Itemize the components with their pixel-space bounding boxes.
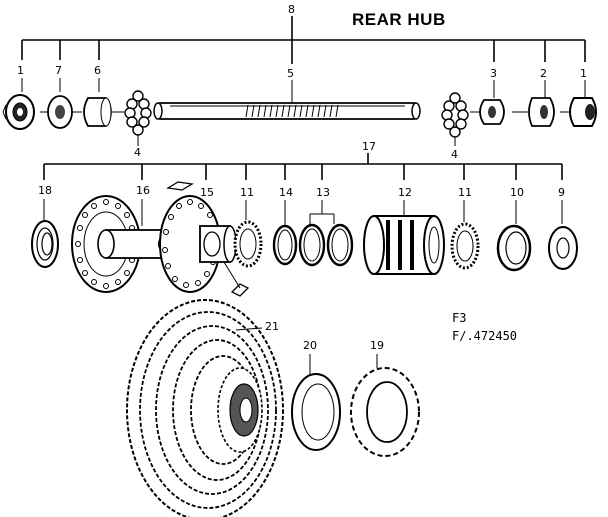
callout-2: 2 bbox=[540, 67, 547, 80]
callout-11-left: 11 bbox=[240, 186, 254, 199]
axle-row-parts: 4 bbox=[2, 90, 597, 161]
freewheel-body bbox=[363, 215, 445, 275]
washer-right bbox=[512, 97, 555, 127]
callout-1-right: 1 bbox=[580, 67, 587, 80]
callout-15: 15 bbox=[200, 186, 214, 199]
callout-11-right: 11 bbox=[458, 186, 472, 199]
callout-group-8: 8 1 7 6 5 3 2 1 bbox=[17, 3, 587, 102]
part-ref: F/.472450 bbox=[452, 329, 517, 343]
washer-left bbox=[40, 95, 82, 129]
diagram-title: REAR HUB bbox=[352, 10, 446, 29]
callout-12: 12 bbox=[398, 186, 412, 199]
hub-row-parts bbox=[31, 181, 578, 297]
figure-ref: F3 bbox=[452, 311, 466, 325]
axle bbox=[153, 102, 421, 120]
dust-cap bbox=[31, 220, 59, 268]
locknut-left bbox=[2, 94, 35, 130]
bearing-ring-left bbox=[233, 220, 263, 268]
callout-1-left: 1 bbox=[17, 64, 24, 77]
callout-6: 6 bbox=[94, 64, 101, 77]
callout-9: 9 bbox=[558, 186, 565, 199]
hub-flange-right bbox=[159, 181, 250, 297]
bearing-ring-right bbox=[450, 222, 480, 270]
callout-7: 7 bbox=[55, 64, 62, 77]
callout-13: 13 bbox=[316, 186, 330, 199]
sprocket-spacer: 20 bbox=[291, 339, 341, 451]
shim-rings bbox=[298, 223, 354, 267]
callout-18: 18 bbox=[38, 184, 52, 197]
threaded-ring bbox=[496, 224, 532, 272]
bearing-balls-left bbox=[124, 90, 152, 146]
group-label-17: 17 bbox=[362, 140, 376, 153]
callout-5: 5 bbox=[287, 67, 294, 80]
cone-left bbox=[83, 97, 124, 127]
callout-16: 16 bbox=[136, 184, 150, 197]
group-label-8: 8 bbox=[288, 3, 295, 16]
callout-4-left: 4 bbox=[134, 146, 141, 159]
callout-21: 21 bbox=[265, 320, 279, 333]
spacer-ring bbox=[272, 224, 298, 266]
small-sprocket: 19 bbox=[350, 339, 420, 457]
callout-10: 10 bbox=[510, 186, 524, 199]
callout-14: 14 bbox=[279, 186, 293, 199]
bearing-balls-right bbox=[441, 92, 469, 146]
outer-washer bbox=[548, 226, 578, 270]
callout-3: 3 bbox=[490, 67, 497, 80]
cone-right bbox=[470, 99, 505, 125]
callout-19: 19 bbox=[370, 339, 384, 352]
callout-4-right: 4 bbox=[451, 148, 458, 161]
callout-20: 20 bbox=[303, 339, 317, 352]
callout-group-17: 17 18 16 15 11 14 13 12 11 10 9 bbox=[38, 140, 565, 226]
locknut-right bbox=[560, 97, 597, 127]
sprocket-cluster bbox=[126, 299, 284, 517]
